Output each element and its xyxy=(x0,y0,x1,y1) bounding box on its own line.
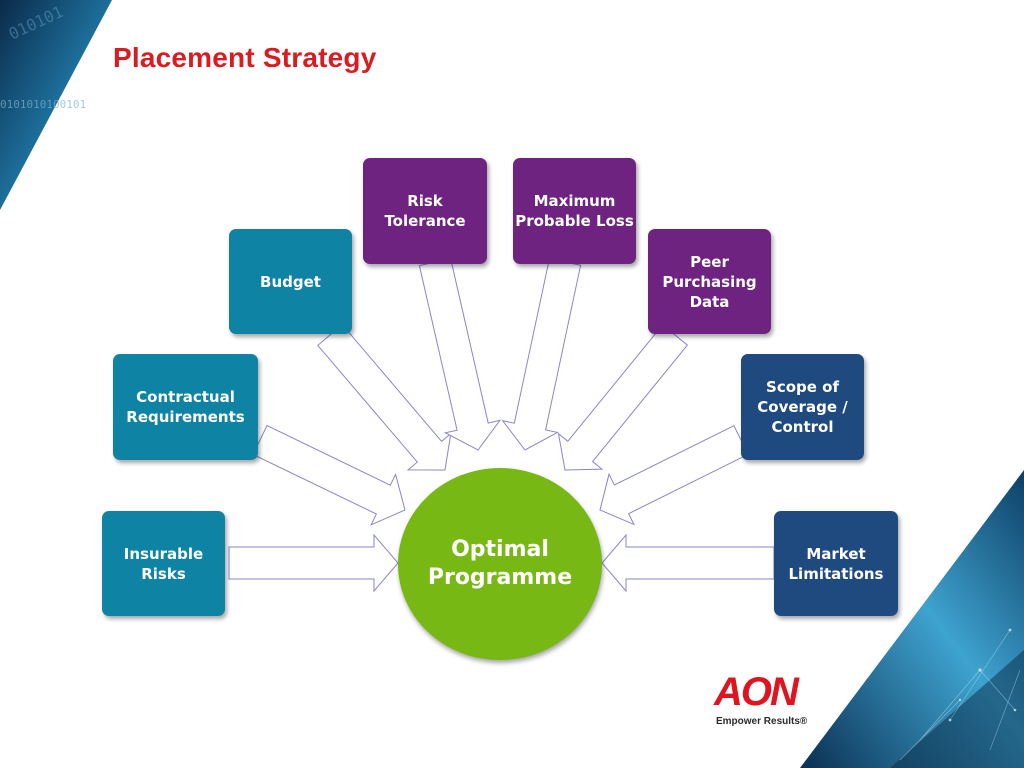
arrow-market-limitations xyxy=(601,533,775,593)
factor-maximum-probable-loss: Maximum Probable Loss xyxy=(513,158,636,264)
logo-wordmark: AON xyxy=(714,670,799,714)
top-left-decoration: 0101010100101 010101 xyxy=(0,0,112,210)
factor-market-limitations: Market Limitations xyxy=(774,511,898,616)
center-optimal-programme: Optimal Programme xyxy=(398,468,602,660)
factor-peer-purchasing-data: Peer Purchasing Data xyxy=(648,229,771,334)
arrow-maximum-probable-loss xyxy=(501,258,582,451)
factor-budget: Budget xyxy=(229,229,352,334)
factor-scope-of-coverage: Scope of Coverage / Control xyxy=(741,354,864,460)
aon-logo: AON Empower Results® xyxy=(714,670,824,732)
arrow-risk-tolerance xyxy=(418,257,502,451)
factor-contractual-requirements: Contractual Requirements xyxy=(113,354,258,460)
factor-insurable-risks: Insurable Risks xyxy=(102,511,225,616)
arrow-peer-purchasing-data xyxy=(557,324,689,471)
arrow-scope-of-coverage xyxy=(599,425,749,526)
arrow-budget xyxy=(317,323,452,471)
binary-decoration: 0101010100101 xyxy=(0,98,86,111)
factor-risk-tolerance: Risk Tolerance xyxy=(363,158,487,264)
arrow-contractual-requirements xyxy=(252,424,406,526)
bottom-right-decoration xyxy=(800,470,1024,768)
arrow-insurable-risks xyxy=(228,533,399,593)
slide-title: Placement Strategy xyxy=(113,42,377,73)
logo-tagline: Empower Results® xyxy=(716,716,808,727)
